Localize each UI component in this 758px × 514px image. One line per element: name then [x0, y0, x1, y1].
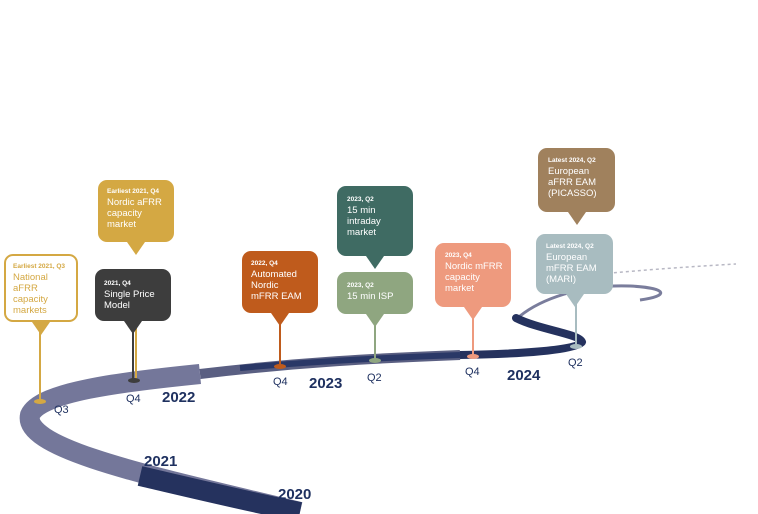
milestone-date: 2022, Q4 [251, 260, 278, 267]
dot-q4-2023 [467, 354, 479, 359]
year-2021: 2021 [144, 453, 178, 470]
milestone-date: 2021, Q4 [104, 280, 131, 287]
quarter-q4-2022: Q4 [273, 376, 288, 388]
dot-q4-2021 [128, 378, 140, 383]
milestone-date: 2023, Q2 [347, 282, 374, 289]
milestone-intraday: 2023, Q2 15 min intraday market [337, 186, 413, 269]
quarter-q2-2024: Q2 [568, 357, 583, 369]
milestone-nordic-mfrr: 2023, Q4 Nordic mFRR capacity market [435, 243, 511, 320]
milestone-label: Nordic aFRR capacity market [107, 197, 162, 230]
milestone-label: Automated Nordic mFRR EAM [251, 269, 302, 302]
milestone-date: 2023, Q4 [445, 252, 472, 259]
pin-tip [366, 256, 384, 269]
milestone-date: Earliest 2021, Q3 [13, 263, 66, 270]
milestone-label: European mFRR EAM (MARI) [546, 252, 597, 285]
quarter-q2-2023: Q2 [367, 372, 382, 384]
milestone-date: Earliest 2021, Q4 [107, 188, 160, 195]
milestone-label: European aFRR EAM (PICASSO) [548, 166, 597, 199]
year-2024: 2024 [507, 367, 541, 384]
dot-q3-2021 [34, 399, 46, 404]
milestone-label: Single Price Model [104, 289, 155, 311]
stem-automated-mfrr [279, 316, 281, 366]
year-2023: 2023 [309, 375, 343, 392]
pin-tip [127, 242, 145, 255]
dot-q2-2024 [570, 344, 582, 349]
milestone-nordic-afrr: Earliest 2021, Q4 Nordic aFRR capacity m… [98, 180, 174, 255]
milestone-date: 2023, Q2 [347, 196, 374, 203]
milestone-label: National aFRR capacity markets [13, 272, 48, 316]
quarter-q4-2023: Q4 [465, 366, 480, 378]
milestone-isp: 2023, Q2 15 min ISP [337, 272, 413, 327]
stem-nordic-afrr [135, 318, 137, 380]
pin-tip [567, 212, 586, 225]
pin-tip [366, 314, 384, 327]
dot-q4-2022 [274, 364, 286, 369]
milestone-single-price: 2021, Q4 Single Price Model [95, 269, 171, 334]
stem-nordic-mfrr [472, 316, 474, 356]
milestone-automated-mfrr: 2022, Q4 Automated Nordic mFRR EAM [242, 251, 318, 326]
pin-tip [271, 313, 289, 326]
dot-q2-2023 [369, 358, 381, 363]
milestone-label: 15 min ISP [347, 291, 394, 302]
year-2020: 2020 [278, 486, 312, 503]
pin-tip [565, 294, 584, 307]
milestone-picasso: Latest 2024, Q2 European aFRR EAM (PICAS… [538, 148, 615, 225]
milestone-national-afrr: Earliest 2021, Q3 National aFRR capacity… [4, 254, 78, 335]
milestone-label: 15 min intraday market [347, 205, 381, 238]
stem-national-afrr [39, 330, 41, 400]
pin-tip [124, 321, 142, 334]
milestone-label: Nordic mFRR capacity market [445, 261, 503, 294]
stem-single-price [132, 318, 134, 380]
stem-mari [575, 300, 577, 346]
milestone-mari: Latest 2024, Q2 European mFRR EAM (MARI) [536, 234, 613, 307]
pin-tip [464, 307, 482, 320]
milestone-date: Latest 2024, Q2 [546, 243, 594, 250]
year-2022: 2022 [162, 389, 196, 406]
quarter-q3-2021: Q3 [54, 404, 69, 416]
pin-tip [32, 322, 50, 335]
quarter-q4-2021: Q4 [126, 393, 141, 405]
stem-isp [374, 316, 376, 360]
milestone-date: Latest 2024, Q2 [548, 157, 596, 164]
